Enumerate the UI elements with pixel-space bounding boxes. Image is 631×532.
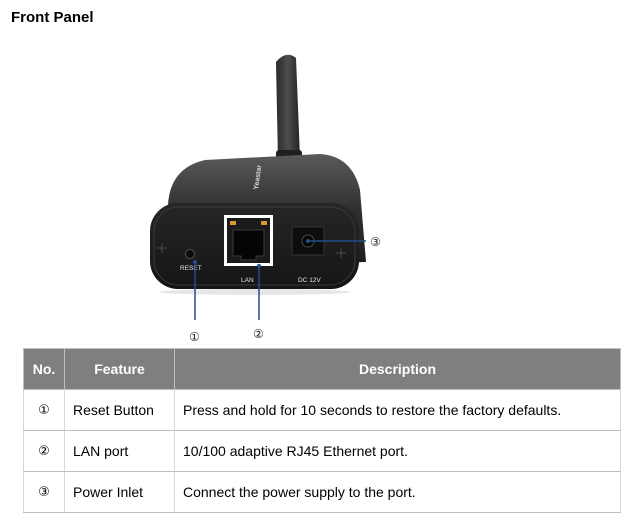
table-row: ③ Power Inlet Connect the power supply t… (23, 471, 621, 513)
row-feature: Reset Button (64, 389, 175, 431)
header-description: Description (174, 348, 621, 390)
row-number: ① (23, 389, 65, 431)
reset-label: RESET (180, 265, 202, 272)
plus-mark-left (157, 243, 167, 253)
header-feature: Feature (64, 348, 175, 390)
lan-label: LAN (241, 277, 254, 284)
brand-logo: Yeastar (253, 164, 263, 190)
feature-table: No. Feature Description ① Reset Button P… (23, 348, 621, 513)
callout-2: ② (253, 327, 264, 341)
plus-mark-right (336, 248, 346, 258)
row-description: Press and hold for 10 seconds to restore… (174, 389, 621, 431)
lan-port (224, 215, 273, 266)
callout-3: ③ (370, 235, 381, 249)
table-row: ① Reset Button Press and hold for 10 sec… (23, 389, 621, 431)
table-header-row: No. Feature Description (23, 348, 621, 390)
page-title: Front Panel (11, 9, 94, 26)
row-description: Connect the power supply to the port. (174, 471, 621, 513)
row-feature: Power Inlet (64, 471, 175, 513)
device-front-panel-figure: Yeastar RESET LAN DC 12V (150, 54, 381, 344)
callout-leader-3 (306, 239, 366, 243)
header-no: No. (23, 348, 65, 390)
dc-label: DC 12V (298, 277, 321, 284)
callout-1: ① (189, 330, 200, 344)
row-description: 10/100 adaptive RJ45 Ethernet port. (174, 430, 621, 472)
row-number: ② (23, 430, 65, 472)
row-feature: LAN port (64, 430, 175, 472)
reset-hole (185, 249, 195, 259)
callout-leader-1 (193, 260, 197, 320)
table-row: ② LAN port 10/100 adaptive RJ45 Ethernet… (23, 430, 621, 472)
antenna (276, 54, 302, 164)
svg-text:Yeastar: Yeastar (253, 164, 263, 190)
callout-leader-2 (257, 264, 261, 320)
row-number: ③ (23, 471, 65, 513)
